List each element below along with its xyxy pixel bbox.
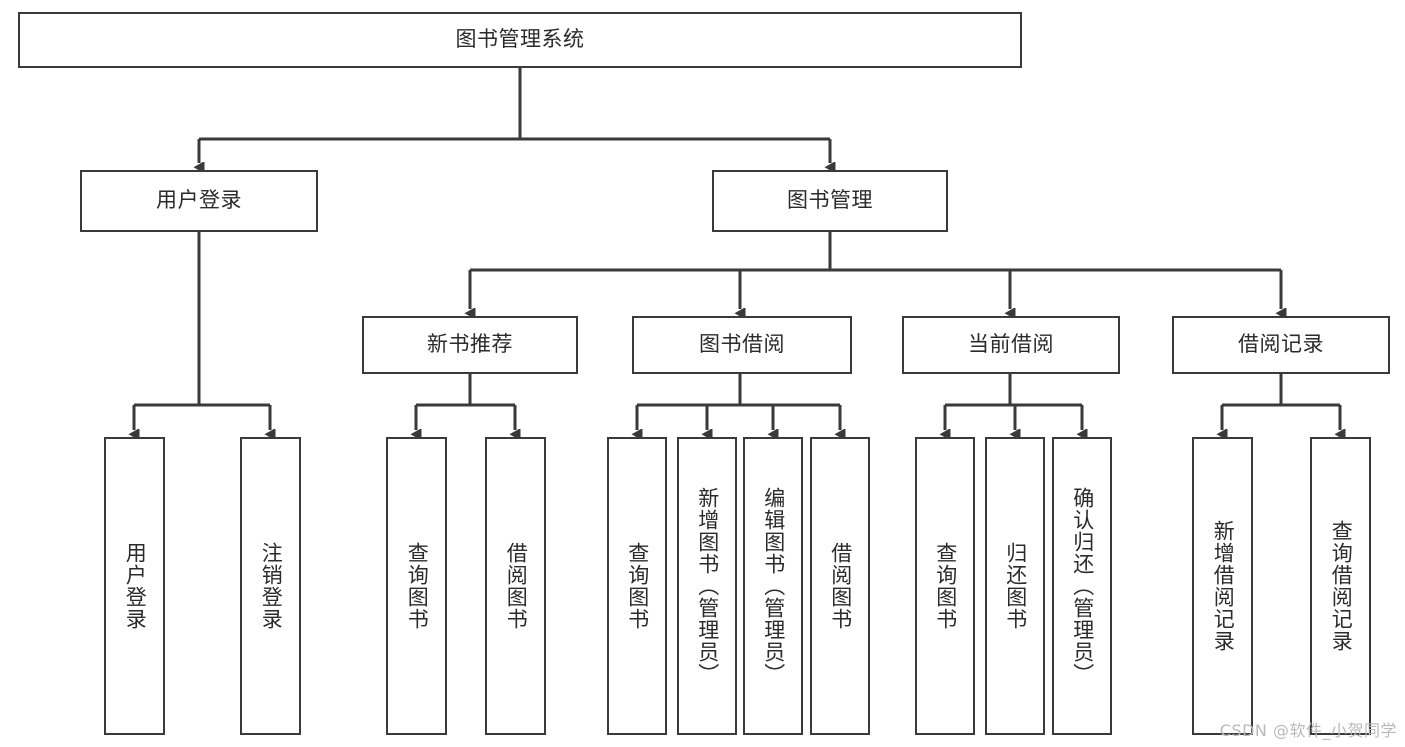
node-label: 查询图书 <box>405 542 430 630</box>
csdn-watermark: CSDN @软件_小贺同学 <box>1219 721 1397 740</box>
leaf-query-book-recommend[interactable]: 查询图书 <box>386 437 447 735</box>
node-label: 查询图书 <box>625 542 650 630</box>
node-label: 新增图书（管理员） <box>695 487 720 685</box>
leaf-user-login[interactable]: 用户登录 <box>104 437 165 735</box>
leaf-query-book-current[interactable]: 查询图书 <box>915 437 975 735</box>
node-label: 编辑图书（管理员） <box>761 487 786 685</box>
leaf-add-borrow-record[interactable]: 新增借阅记录 <box>1192 437 1253 735</box>
node-label: 确认归还（管理员） <box>1070 487 1095 685</box>
leaf-confirm-return-admin[interactable]: 确认归还（管理员） <box>1052 437 1112 735</box>
leaf-edit-book-admin[interactable]: 编辑图书（管理员） <box>743 437 803 735</box>
node-label: 图书管理 <box>787 188 873 213</box>
node-label: 用户登录 <box>123 542 148 630</box>
node-label: 当前借阅 <box>968 332 1054 357</box>
node-label: 用户登录 <box>156 188 242 213</box>
leaf-query-book-borrow[interactable]: 查询图书 <box>607 437 667 735</box>
node-label: 借阅图书 <box>828 542 853 630</box>
node-label: 借阅记录 <box>1238 332 1324 357</box>
node-user-login[interactable]: 用户登录 <box>80 170 318 232</box>
node-label: 归还图书 <box>1003 542 1028 630</box>
node-label: 新书推荐 <box>427 332 513 357</box>
node-label: 查询借阅记录 <box>1329 520 1354 652</box>
node-label: 借阅图书 <box>504 542 529 630</box>
leaf-return-book[interactable]: 归还图书 <box>985 437 1045 735</box>
node-root-system[interactable]: 图书管理系统 <box>18 12 1022 68</box>
leaf-borrow-book[interactable]: 借阅图书 <box>810 437 870 735</box>
leaf-query-borrow-record[interactable]: 查询借阅记录 <box>1310 437 1371 735</box>
node-label: 图书借阅 <box>699 332 785 357</box>
node-label: 查询图书 <box>933 542 958 630</box>
node-label: 新增借阅记录 <box>1211 520 1236 652</box>
node-label: 注销登录 <box>259 542 284 630</box>
node-book-borrow[interactable]: 图书借阅 <box>632 316 852 374</box>
node-label: 图书管理系统 <box>455 27 585 52</box>
leaf-add-book-admin[interactable]: 新增图书（管理员） <box>677 437 737 735</box>
node-book-management[interactable]: 图书管理 <box>712 170 948 232</box>
leaf-logout[interactable]: 注销登录 <box>240 437 301 735</box>
node-new-book-recommend[interactable]: 新书推荐 <box>362 316 578 374</box>
node-borrow-record[interactable]: 借阅记录 <box>1172 316 1390 374</box>
leaf-borrow-book-recommend[interactable]: 借阅图书 <box>485 437 546 735</box>
node-current-borrow[interactable]: 当前借阅 <box>902 316 1120 374</box>
